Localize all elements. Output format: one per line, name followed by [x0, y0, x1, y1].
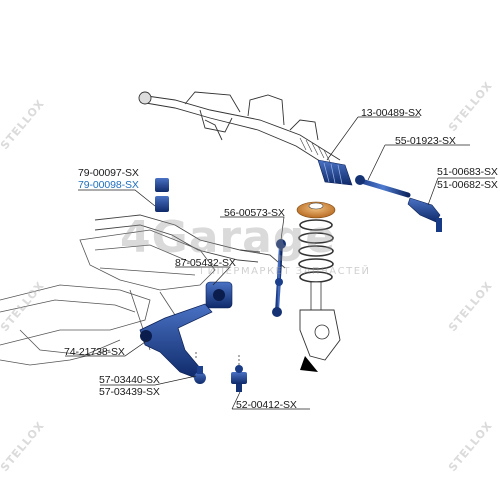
part-label-rack[interactable]: 13-00489-SX: [361, 107, 422, 119]
stabilizer-link: [272, 239, 286, 317]
part-label-stab-link[interactable]: 56-00573-SX: [224, 207, 285, 219]
part-label-ball-joint-1[interactable]: 57-03440-SX: [99, 374, 160, 386]
part-label-ball-joint-lower[interactable]: 52-00412-SX: [236, 399, 297, 411]
part-label-arm-bush[interactable]: 87-05432-SX: [175, 257, 236, 269]
lower-ball-joint: [231, 365, 247, 392]
part-label-tie-rod-end-1[interactable]: 51-00683-SX: [437, 166, 498, 178]
leader-lines: [65, 116, 495, 410]
watermark-main: 4Garage: [120, 212, 337, 263]
watermark-sub: ГИПЕРМАРКЕТ ЗАПЧАСТЕЙ: [200, 266, 371, 277]
part-label-stab-bush-1[interactable]: 79-00097-SX: [78, 167, 139, 179]
lower-control-arm: [139, 303, 213, 379]
arm-ball-joint: [194, 366, 206, 384]
stabilizer-bushes: [155, 178, 169, 212]
inner-tie-rod: [355, 175, 411, 198]
part-label-tie-rod-end-2[interactable]: 51-00682-SX: [437, 179, 498, 191]
part-label-ball-joint-2[interactable]: 57-03439-SX: [99, 386, 160, 398]
arm-bushing: [205, 281, 233, 309]
part-label-tie-rod-inner[interactable]: 55-01923-SX: [395, 135, 456, 147]
tie-rod-end: [407, 197, 442, 232]
part-label-stab-bush-2[interactable]: 79-00098-SX: [78, 179, 139, 191]
rack-boot: [317, 159, 353, 186]
subframe-outline: [0, 229, 216, 366]
part-label-control-arm[interactable]: 74-21738-SX: [64, 346, 125, 358]
strut-spring: [296, 201, 341, 372]
steering-rack: [138, 91, 341, 171]
